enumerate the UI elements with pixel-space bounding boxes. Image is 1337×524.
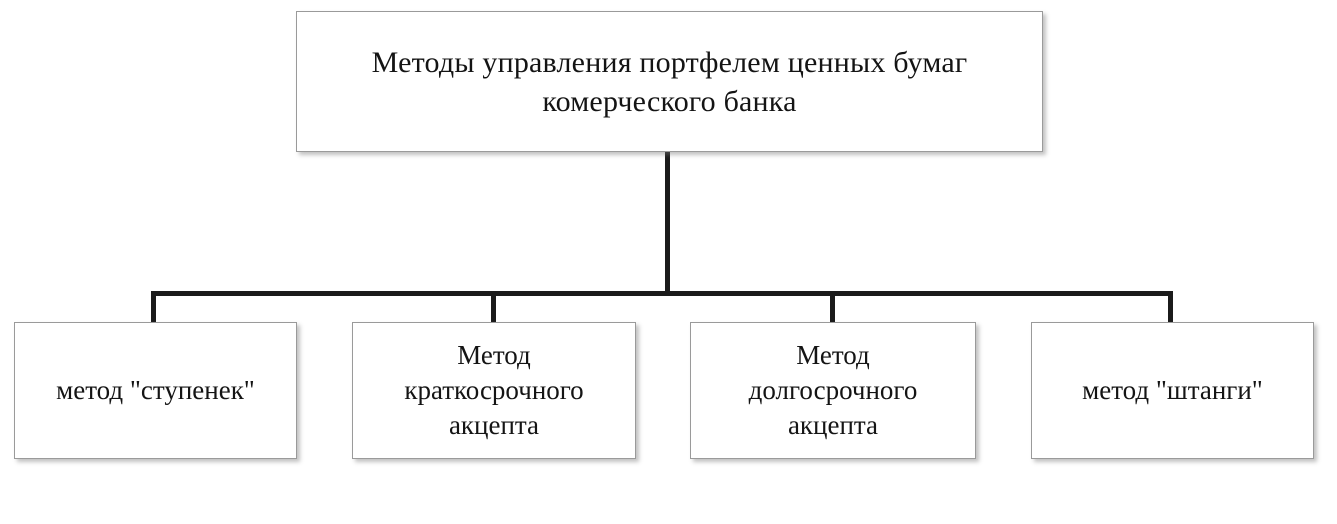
child-node-4-label: метод "штанги"	[1082, 374, 1263, 405]
child-node-4[interactable]: метод "штанги"	[1031, 322, 1314, 459]
connector-root-stem	[665, 151, 670, 296]
connector-drop-child-2	[491, 291, 496, 323]
child-node-1-label: метод "ступенек"	[56, 374, 255, 405]
connector-drop-child-1	[151, 291, 156, 323]
connector-drop-child-4	[1168, 291, 1173, 323]
connector-drop-child-3	[830, 291, 835, 323]
child-node-1[interactable]: метод "ступенек"	[14, 322, 297, 459]
child-node-2-label: Метод краткосрочного акцепта	[404, 339, 584, 441]
child-node-2[interactable]: Метод краткосрочного акцепта	[352, 322, 636, 459]
connector-horizontal-bus	[151, 291, 1173, 296]
child-node-3[interactable]: Метод долгосрочного акцепта	[690, 322, 976, 459]
root-node-label: Методы управления портфелем ценных бумаг…	[371, 45, 968, 118]
child-node-3-label: Метод долгосрочного акцепта	[748, 339, 918, 441]
root-node[interactable]: Методы управления портфелем ценных бумаг…	[296, 11, 1043, 152]
